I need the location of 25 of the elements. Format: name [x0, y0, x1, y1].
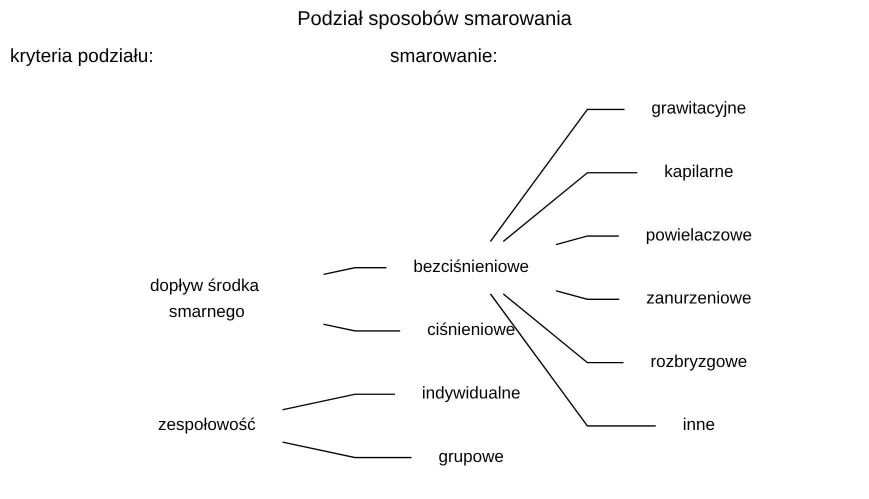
connector	[490, 294, 656, 427]
node-text: zanurzeniowe	[646, 289, 752, 308]
node-text: kapilarne	[664, 162, 734, 182]
connector	[323, 267, 386, 276]
connector	[502, 172, 638, 242]
node-text: grawitacyjne	[651, 99, 746, 118]
connector	[490, 108, 624, 242]
connector	[556, 235, 619, 246]
connector	[282, 394, 395, 410]
node-text: inne	[682, 416, 715, 435]
diagram-title: Podział sposobów smarowania	[296, 8, 573, 32]
node-text: powielaczowe	[646, 226, 752, 245]
connector	[323, 324, 400, 332]
node-text: dopływ środka smarnego	[150, 276, 259, 321]
node-text: zespołowość	[158, 416, 256, 435]
connector	[556, 290, 620, 300]
column-heading: smarowanie:	[390, 46, 498, 69]
connector	[502, 293, 624, 364]
node-text: ciśnieniowe	[427, 320, 516, 340]
node-text: rozbryzgowe	[650, 352, 748, 372]
node-text: grupowe	[438, 447, 504, 466]
node-text: indywidualne	[422, 384, 520, 404]
connector	[282, 441, 412, 458]
column-heading: kryteria podziału:	[10, 46, 155, 69]
node-text: bezciśnieniowe	[413, 258, 530, 276]
